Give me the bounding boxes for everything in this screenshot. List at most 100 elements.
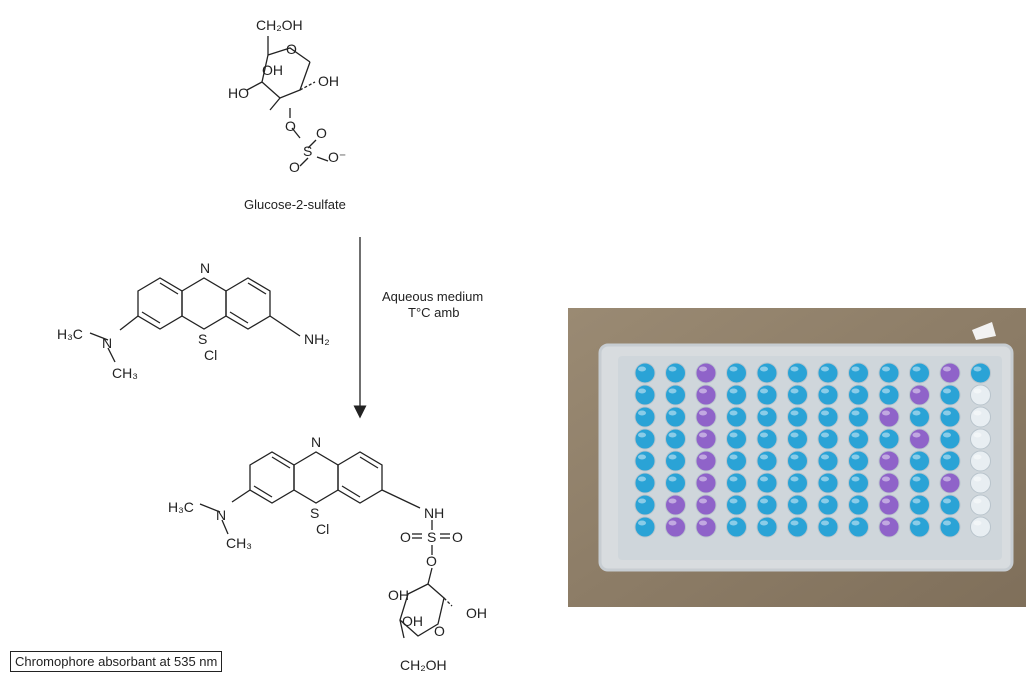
well-highlight [882,388,890,394]
well-highlight [912,498,921,504]
well-highlight [973,366,982,372]
glucose-o-minus-label: O⁻ [328,149,346,165]
well [939,450,961,472]
well-highlight [973,498,982,504]
product-amine-nitrogen-label: N [216,507,226,523]
well-highlight [760,366,768,372]
well [665,384,686,406]
product-ring-oxygen-label: O [434,623,445,639]
glucose-2-sulfate-structure [246,36,329,167]
well-highlight [638,410,646,416]
well-highlight [668,388,677,394]
well [665,362,686,384]
well [817,472,839,494]
glucose-o-bottom-label: O [289,159,300,175]
well [634,450,656,472]
well [756,362,778,384]
well-highlight [912,388,921,394]
well-highlight [699,388,707,394]
well [726,516,747,538]
well-highlight [851,388,860,394]
well-highlight [943,366,951,372]
glucose-o-link-label: O [285,118,296,134]
compound-name-glucose-2-sulfate: Glucose-2-sulfate [244,197,346,212]
well [970,516,991,538]
well-highlight [699,498,707,504]
well [756,516,778,538]
well-highlight [760,410,768,416]
well-highlight [699,476,707,482]
well [756,428,778,450]
well-highlight [821,410,829,416]
dye-ring-sulfur-label: S [198,331,207,347]
well-plate-photo [568,308,1026,607]
well-highlight [760,454,768,460]
well [939,516,961,538]
well [695,384,717,406]
well [634,516,656,538]
well [726,428,747,450]
well [848,516,869,538]
well [695,428,717,450]
well-highlight [912,410,921,416]
well-highlight [851,476,860,482]
well [665,450,686,472]
well-highlight [851,410,860,416]
well-highlight [668,520,677,526]
well [787,384,808,406]
well [817,516,839,538]
well [817,494,839,516]
reaction-condition-medium: Aqueous medium [382,289,484,304]
well-highlight [882,498,890,504]
well-highlight [638,520,646,526]
glucose-labels: CH₂OH O OH OH HO O S O O O⁻ [228,17,346,175]
well [756,472,778,494]
well-highlight [912,432,921,438]
well [787,406,808,428]
product-o-link-label: O [426,553,437,569]
well-highlight [882,454,890,460]
well-highlight [790,388,799,394]
dye-chloride-label: Cl [204,347,217,363]
well [848,472,869,494]
well-highlight [882,366,890,372]
well [909,428,930,450]
well-highlight [638,498,646,504]
well-highlight [760,432,768,438]
well [909,362,930,384]
well-highlight [638,432,646,438]
product-oh-right-label: OH [466,605,487,621]
glucose-ho-label: HO [228,85,249,101]
well [817,362,839,384]
product-ch2oh-label: CH₂OH [400,657,447,673]
well-highlight [790,432,799,438]
well [695,450,717,472]
well [817,450,839,472]
product-labels: N S Cl H₃C N CH₃ NH O S O O OH OH OH O C… [168,434,487,673]
well [665,516,686,538]
product-chloride-label: Cl [316,521,329,537]
well-highlight [912,454,921,460]
well [848,450,869,472]
well-highlight [882,476,890,482]
well [939,428,961,450]
well [695,516,717,538]
well [665,406,686,428]
well [756,406,778,428]
well-highlight [729,520,738,526]
glucose-sulfur-label: S [303,143,312,159]
well [939,406,961,428]
well-highlight [882,410,890,416]
well-highlight [790,476,799,482]
well [695,406,717,428]
well [634,472,656,494]
well-highlight [821,476,829,482]
well-highlight [699,410,707,416]
well [817,384,839,406]
plate-corner-glare [972,322,996,340]
well [817,428,839,450]
well [756,494,778,516]
well-highlight [790,498,799,504]
well [939,384,961,406]
well-highlight [821,366,829,372]
